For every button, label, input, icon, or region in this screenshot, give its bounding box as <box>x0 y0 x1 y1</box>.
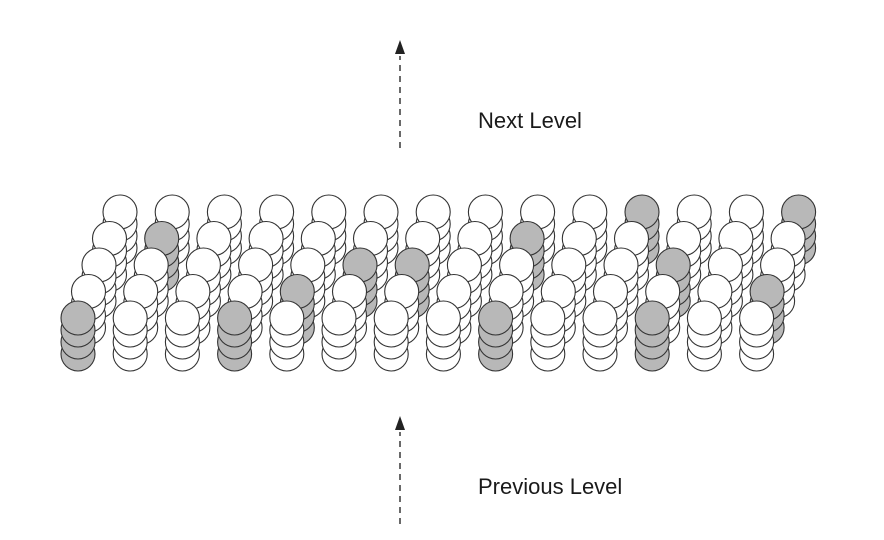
node <box>373 300 409 336</box>
next-level-arrow <box>395 40 405 148</box>
node <box>112 300 148 336</box>
node <box>686 300 722 336</box>
node <box>582 300 618 336</box>
node <box>739 300 775 336</box>
node-grid <box>60 194 817 372</box>
active-node <box>478 300 514 336</box>
node <box>530 300 566 336</box>
previous-level-arrow <box>395 416 405 524</box>
active-node <box>634 300 670 336</box>
active-node <box>217 300 253 336</box>
node <box>164 300 200 336</box>
active-node <box>60 300 96 336</box>
node <box>425 300 461 336</box>
node <box>321 300 357 336</box>
node <box>269 300 305 336</box>
next-level-label: Next Level <box>478 108 582 133</box>
previous-level-label: Previous Level <box>478 474 623 499</box>
